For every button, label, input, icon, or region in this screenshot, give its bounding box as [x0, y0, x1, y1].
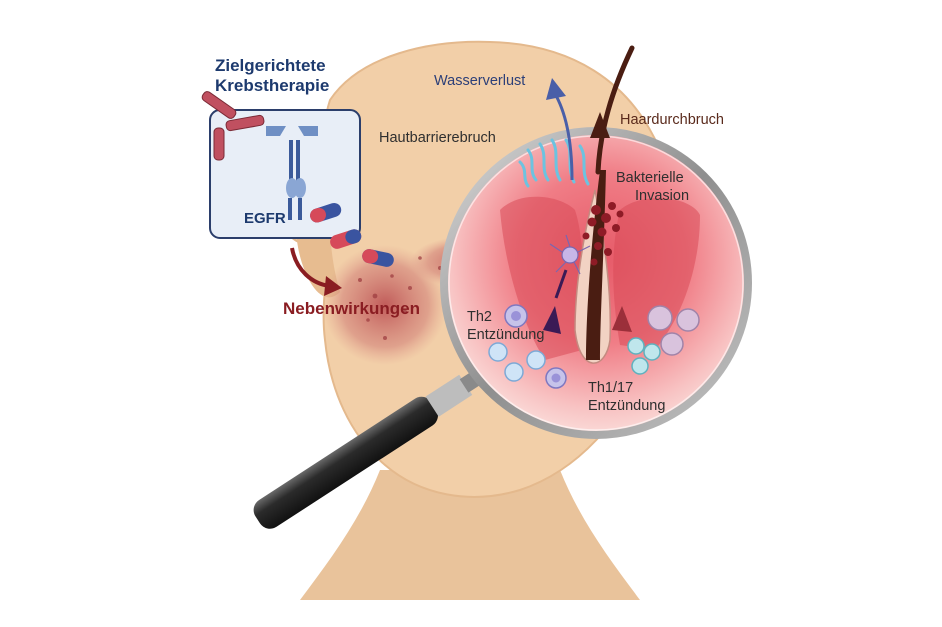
- therapy-inset: [201, 91, 361, 239]
- hair-arrowhead: [590, 112, 610, 138]
- epidermis-left: [500, 196, 584, 360]
- egfr-label: EGFR: [244, 210, 286, 227]
- dendritic-cell: [549, 234, 591, 275]
- therapy-title-line2: Krebstherapie: [215, 76, 330, 95]
- hair-shaft: [586, 170, 606, 360]
- therapy-title-line1: Zielgerichtete: [215, 56, 326, 75]
- pill-icon-3: [362, 249, 394, 267]
- bacteria-cluster: [582, 202, 624, 266]
- neck-shoulders: [300, 470, 640, 600]
- epidermis-right: [613, 198, 700, 350]
- hair-protruding: [595, 45, 635, 175]
- water-loss-arrow-line: [552, 91, 574, 181]
- antibody-icon: [201, 91, 265, 161]
- hair-break-label: Haardurchbruch: [620, 112, 724, 128]
- water-loss-label: Wasserverlust: [434, 73, 526, 89]
- cheek-rash: [323, 245, 447, 365]
- barrier-break-label: Hautbarrierebruch: [379, 130, 496, 146]
- th117-arrowhead: [612, 306, 632, 332]
- th117-cells: [627, 305, 700, 375]
- side-effects-label: Nebenwirkungen: [283, 299, 420, 318]
- lens-zoom: [444, 131, 748, 435]
- egfr-receptor-icon: [266, 126, 318, 220]
- pill-icon-2: [330, 229, 362, 249]
- th117-label-line2: Entzündung: [588, 398, 666, 414]
- side-effect-arrowhead: [324, 276, 342, 296]
- pill-icon: [310, 202, 342, 223]
- th2-arrowhead: [543, 306, 561, 334]
- bacterial-label-line2: Invasion: [635, 188, 690, 204]
- bacterial-label-line1: Bakterielle: [616, 170, 684, 186]
- magnifier-handle: [253, 371, 481, 529]
- th2-label-line1: Th2: [467, 309, 492, 325]
- th2-cells: [488, 304, 567, 389]
- th2-arrow-line: [554, 269, 568, 299]
- th117-label-line1: Th1/17: [588, 380, 634, 396]
- water-loss-arrowhead: [546, 78, 566, 100]
- th2-label-line2: Entzündung: [467, 327, 545, 343]
